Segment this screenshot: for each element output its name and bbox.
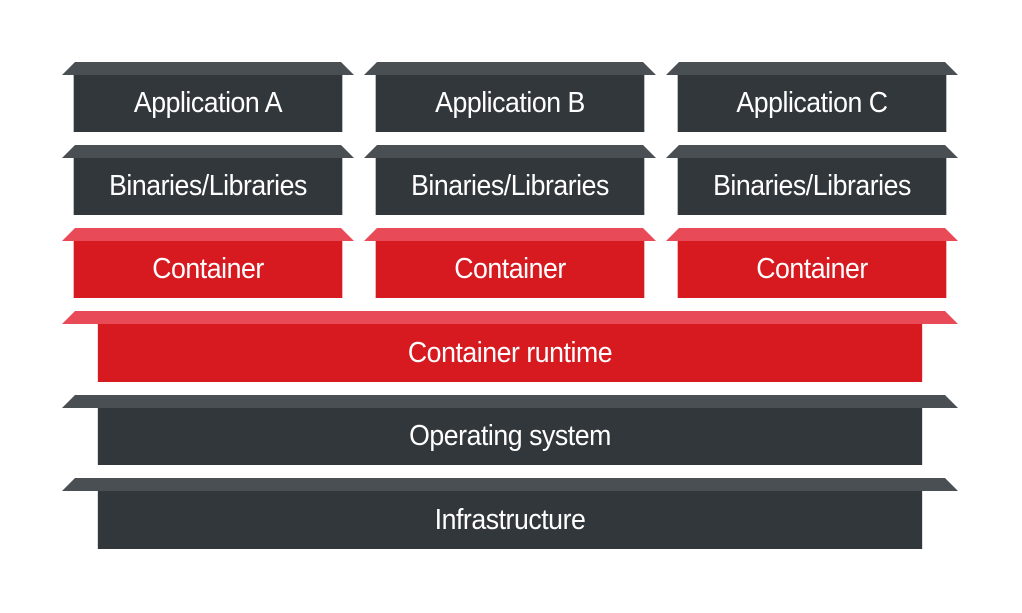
block-top-bevel <box>62 478 958 491</box>
block-face: Binaries/Libraries <box>375 158 645 215</box>
block-face: Container <box>73 241 343 298</box>
block-face: Application B <box>375 75 645 132</box>
application-a-block: Application A <box>62 62 354 132</box>
block-face: Binaries/Libraries <box>73 158 343 215</box>
binaries-libraries-a-block: Binaries/Libraries <box>62 145 354 215</box>
binaries-libraries-c-label: Binaries/Libraries <box>713 170 911 202</box>
block-top-bevel <box>666 228 958 241</box>
block-top-bevel <box>62 62 354 75</box>
binaries-libraries-b-label: Binaries/Libraries <box>411 170 609 202</box>
binaries-libraries-b-block: Binaries/Libraries <box>364 145 656 215</box>
block-face: Operating system <box>97 408 923 465</box>
application-a-label: Application A <box>133 87 283 119</box>
application-c-label: Application C <box>736 87 888 119</box>
container-b-label: Container <box>454 253 566 285</box>
container-runtime-label: Container runtime <box>407 336 613 369</box>
block-face: Application C <box>677 75 947 132</box>
container-c-block: Container <box>666 228 958 298</box>
block-face: Binaries/Libraries <box>677 158 947 215</box>
application-b-label: Application B <box>435 87 585 119</box>
block-top-bevel <box>62 228 354 241</box>
block-top-bevel <box>666 145 958 158</box>
block-top-bevel <box>62 145 354 158</box>
container-runtime-block: Container runtime <box>62 311 958 382</box>
operating-system-label: Operating system <box>409 420 611 452</box>
block-top-bevel <box>364 228 656 241</box>
binaries-libraries-a-label: Binaries/Libraries <box>109 170 307 202</box>
infrastructure-block: Infrastructure <box>62 478 958 549</box>
container-b-block: Container <box>364 228 656 298</box>
block-face: Infrastructure <box>97 491 923 549</box>
container-c-label: Container <box>756 253 868 285</box>
block-face: Application A <box>73 75 343 132</box>
application-c-block: Application C <box>666 62 958 132</box>
block-top-bevel <box>666 62 958 75</box>
block-face: Container <box>375 241 645 298</box>
binaries-libraries-c-block: Binaries/Libraries <box>666 145 958 215</box>
block-top-bevel <box>62 311 958 324</box>
block-top-bevel <box>364 62 656 75</box>
block-top-bevel <box>364 145 656 158</box>
block-top-bevel <box>62 395 958 408</box>
block-face: Container runtime <box>97 324 923 382</box>
application-b-block: Application B <box>364 62 656 132</box>
container-a-block: Container <box>62 228 354 298</box>
infrastructure-label: Infrastructure <box>434 503 586 536</box>
container-a-label: Container <box>152 253 264 285</box>
operating-system-block: Operating system <box>62 395 958 465</box>
block-face: Container <box>677 241 947 298</box>
